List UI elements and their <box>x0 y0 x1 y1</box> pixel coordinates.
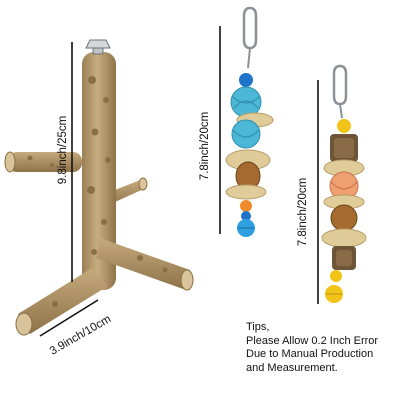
tips-line-3: and Measurement. <box>246 361 338 374</box>
wooden-perch-stand: 9.8inch/25cm 3.9inch/10cm <box>4 39 194 358</box>
perch-base-dimension-line <box>39 299 99 337</box>
perch-height-label: 9.8inch/25cm <box>57 116 69 184</box>
bell-icon <box>325 285 343 303</box>
hanging-toy-yellow: 7.8inch/20cm <box>297 64 367 304</box>
tips-line-1: Please Allow 0.2 Inch Error <box>246 334 379 347</box>
yellow-bead <box>337 119 351 133</box>
perch-left-branch <box>4 151 82 173</box>
clip-hook-icon <box>242 6 258 69</box>
toy-blue-length-label: 7.8inch/20cm <box>199 112 211 180</box>
tips-line-2: Due to Manual Production <box>246 348 374 360</box>
perch-base-left-leg <box>15 268 108 336</box>
bell-icon <box>237 219 255 237</box>
perch-base-label: 3.9inch/10cm <box>48 313 113 358</box>
blue-bead <box>241 211 251 221</box>
straw-knot <box>321 228 367 248</box>
tips-title: Tips, <box>246 321 270 333</box>
toy-yellow-length-label: 7.8inch/20cm <box>297 178 309 246</box>
straw-knot <box>225 184 267 200</box>
clip-hook-icon <box>332 64 348 119</box>
rattan-ball-blue-2 <box>231 119 261 149</box>
perch-main-post <box>82 52 116 290</box>
orange-bead <box>240 200 252 212</box>
blue-bead <box>239 73 253 87</box>
walnut-shell <box>330 204 358 232</box>
perch-top-screw <box>85 39 111 55</box>
rattan-ball-blue <box>230 86 262 118</box>
yellow-bead <box>330 270 342 282</box>
hanging-toy-blue: 7.8inch/20cm <box>199 6 274 237</box>
tips-note: Tips, Please Allow 0.2 Inch Error Due to… <box>246 321 411 375</box>
perch-base-right-leg <box>96 238 194 291</box>
